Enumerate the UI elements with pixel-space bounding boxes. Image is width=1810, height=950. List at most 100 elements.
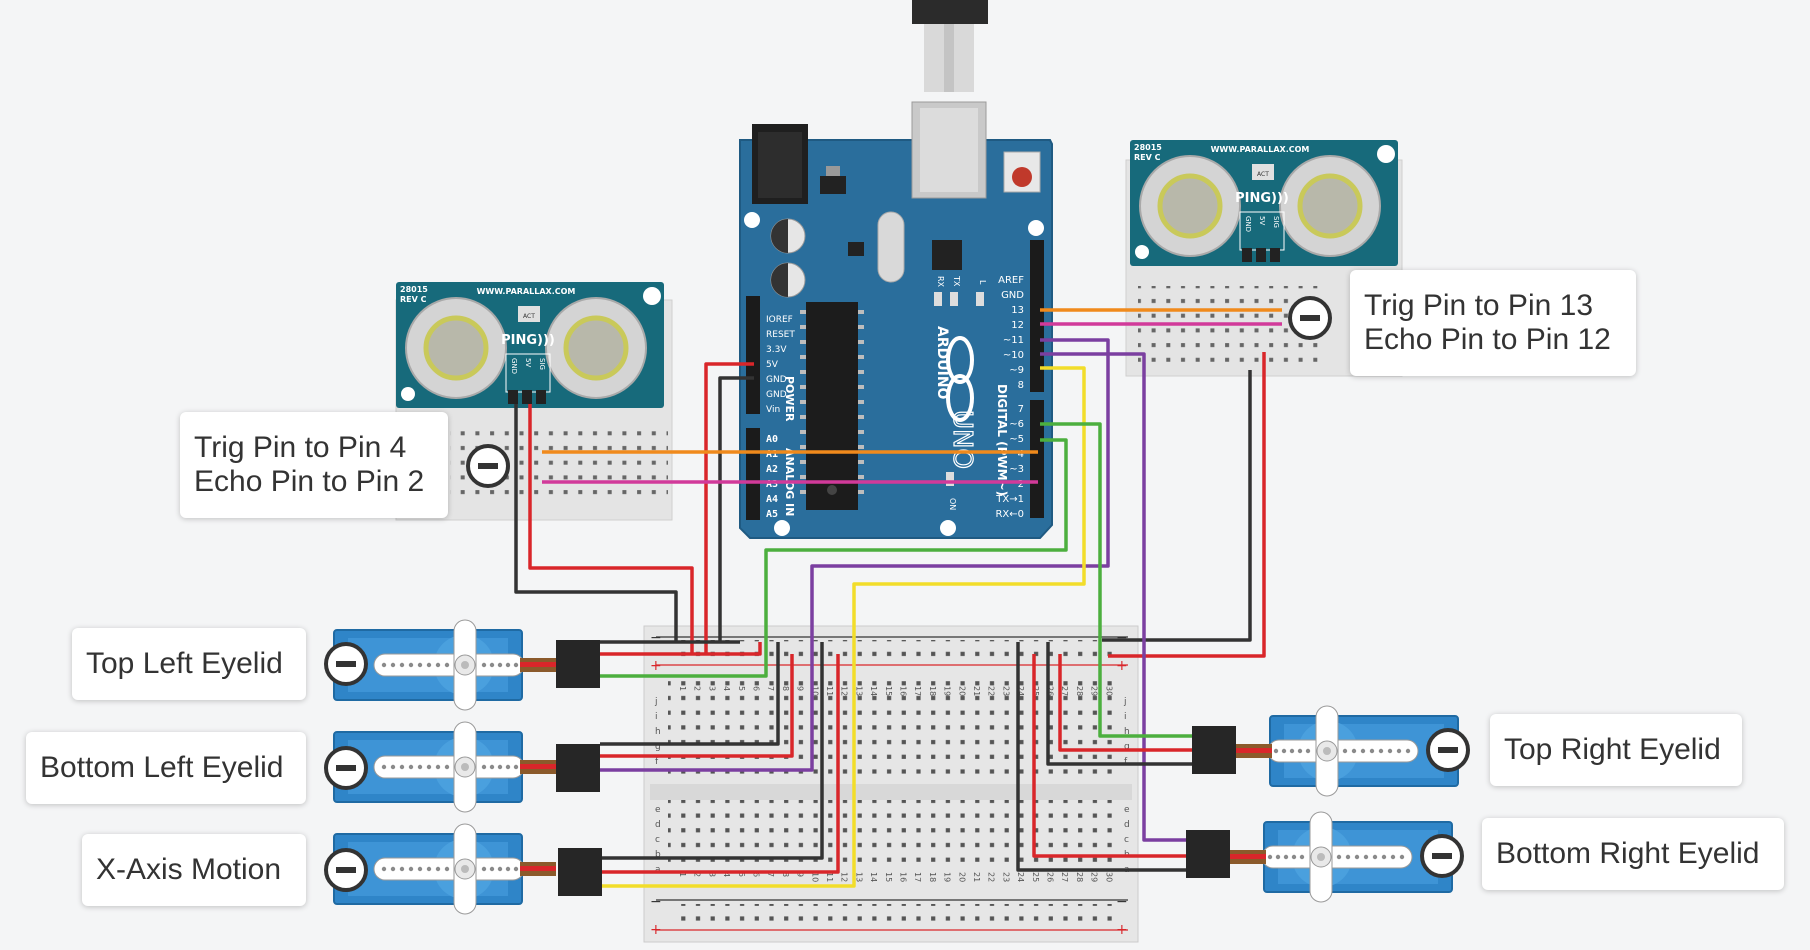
bottom-left-eyelid-callout: Bottom Left Eyelid: [26, 732, 306, 804]
digital-pin-label: ~10: [1003, 350, 1024, 361]
column-number: 4: [722, 872, 731, 877]
row-letter: h: [655, 727, 661, 737]
bottom-right-eyelid-callout: Bottom Right Eyelid: [1482, 818, 1784, 890]
row-letter: j: [1123, 697, 1127, 707]
wire-pin9-yellow: [600, 366, 1086, 888]
column-number: 11: [825, 872, 834, 882]
column-number: 24: [1016, 686, 1025, 696]
digital-pin-label: GND: [1001, 290, 1024, 301]
servo-bottom-right-eyelid[interactable]: [1230, 811, 1453, 903]
top-left-eyelid-label: Top Left Eyelid: [86, 647, 283, 680]
wire-left-sensor-5v: [528, 404, 694, 654]
column-number: 30: [1104, 872, 1113, 882]
column-number: 16: [899, 686, 908, 696]
column-number: 22: [987, 872, 996, 882]
row-letter: f: [1124, 757, 1128, 767]
power-pin-label: 5V: [766, 360, 779, 370]
column-number: 3: [707, 686, 716, 691]
servo-bottom-left-eyelid[interactable]: [333, 721, 556, 813]
column-number: 18: [928, 872, 937, 882]
sensor-pin-label: 5V: [1258, 216, 1266, 225]
rail-minus-label: −: [1116, 894, 1128, 910]
mount-hole: [1028, 220, 1044, 236]
servo-top-left-eyelid[interactable]: [333, 619, 556, 711]
column-number: 2: [693, 872, 702, 877]
analog-pin-label: A4: [766, 494, 778, 505]
wire-5v-red: [704, 362, 754, 654]
row-letter: j: [654, 697, 658, 707]
sensor-name-label: PING))): [1235, 191, 1289, 206]
analog-header: [746, 428, 760, 520]
rail-minus-label: −: [650, 630, 662, 646]
sensor-rev-label: REV C: [400, 295, 427, 304]
column-number: 21: [972, 686, 981, 696]
power-pin-label: RESET: [766, 330, 795, 340]
right-echo-pin-label: Echo Pin to Pin 12: [1364, 323, 1611, 356]
sensor-act-label: ACT: [523, 313, 535, 320]
column-number: 18: [928, 686, 937, 696]
tx-led-label: TX: [952, 275, 961, 287]
mount-hole: [940, 520, 956, 536]
column-number: 23: [1001, 686, 1010, 696]
callout-knobs: [324, 296, 1470, 892]
digital-pin-label: ~3: [1009, 464, 1024, 475]
right-sensor-callout: Trig Pin to Pin 13 Echo Pin to Pin 12: [1350, 270, 1636, 376]
top-left-eyelid-callout: Top Left Eyelid: [72, 628, 306, 700]
row-letter: g: [1124, 742, 1130, 752]
column-number: 20: [957, 872, 966, 882]
analog-pin-label: A0: [766, 434, 778, 445]
mount-hole: [774, 520, 790, 536]
column-number: 6: [752, 872, 761, 877]
column-number: 9: [796, 872, 805, 877]
sensor-model-label: 28015: [1134, 143, 1162, 152]
servo-top-right-eyelid[interactable]: [1236, 705, 1459, 797]
wire-right-sensor-5v: [1108, 352, 1266, 658]
servo-x-axis-motion[interactable]: [333, 823, 556, 915]
column-number: 19: [943, 686, 952, 696]
rail-plus-label: +: [1116, 658, 1128, 674]
digital-pin-label: 13: [1011, 305, 1024, 316]
digital-section-label: DIGITAL (PWM~): [995, 384, 1009, 496]
digital-pin-label: 2: [1018, 479, 1024, 490]
sensor-pin-label: SIG: [1272, 216, 1280, 228]
digital-pin-label: 4: [1018, 449, 1024, 460]
column-number: 26: [1046, 686, 1055, 696]
top-right-eyelid-label: Top Right Eyelid: [1504, 733, 1721, 766]
analog-pin-label: A1: [766, 449, 778, 460]
row-letter: b: [655, 850, 661, 860]
row-letter: i: [1124, 712, 1127, 722]
sensor-act-label: ACT: [1257, 171, 1269, 178]
on-led-label: ON: [948, 498, 957, 510]
wire-pin5-green: [600, 438, 1068, 678]
power-pin-label: 3.3V: [766, 345, 787, 355]
column-number: 13: [854, 872, 863, 882]
sensor-pin-label: SIG: [538, 358, 546, 370]
rail-plus-label: +: [1116, 922, 1128, 938]
column-number: 13: [854, 686, 863, 696]
digital-pin-label: ~6: [1009, 419, 1024, 430]
power-pin-label: GND: [766, 390, 787, 400]
left-trig-pin-label: Trig Pin to Pin 4: [194, 431, 407, 464]
sensor-pin-label: GND: [1244, 216, 1252, 232]
row-letter: d: [655, 820, 661, 830]
row-letter: c: [1124, 835, 1129, 845]
column-number: 4: [722, 686, 731, 691]
servo-connectors: [556, 640, 1236, 896]
column-number: 7: [766, 872, 775, 877]
column-number: 10: [810, 686, 819, 696]
arduino-logo-icon: [946, 336, 974, 422]
power-pin-label: IOREF: [766, 315, 793, 325]
x-axis-motion-label: X-Axis Motion: [96, 853, 282, 886]
column-number: 12: [840, 872, 849, 882]
column-number: 21: [972, 872, 981, 882]
rail-plus-label: +: [650, 658, 662, 674]
uno-label: UNO: [947, 410, 977, 469]
row-letter: d: [1124, 820, 1130, 830]
row-letter: g: [655, 742, 661, 752]
digital-pin-label: 12: [1011, 320, 1024, 331]
sensor-model-label: 28015: [400, 285, 428, 294]
